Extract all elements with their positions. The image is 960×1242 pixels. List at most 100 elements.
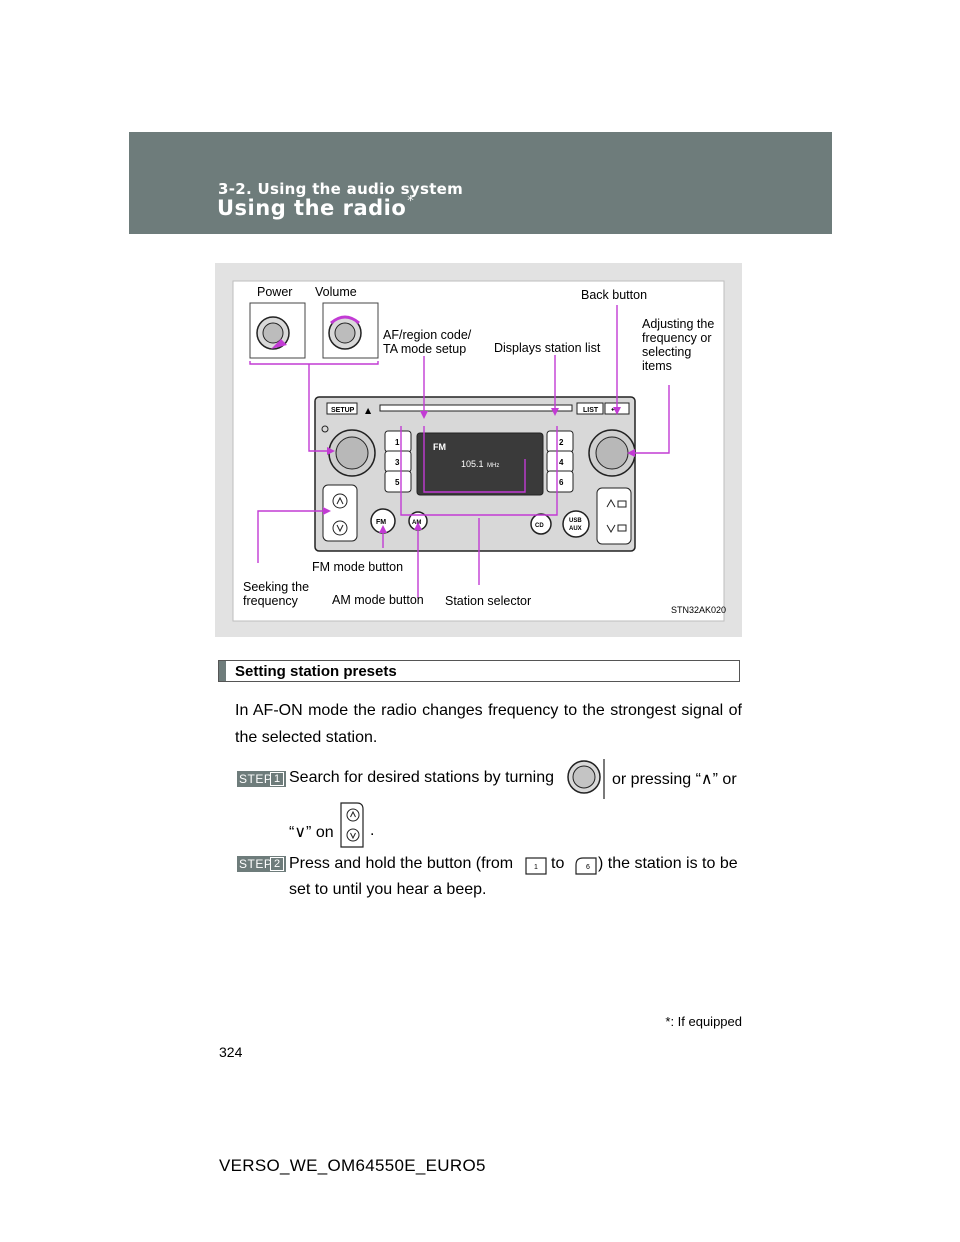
subheading-marker — [219, 661, 226, 681]
display-band: FM — [433, 442, 446, 452]
knob-inset — [249, 302, 379, 359]
rotate-arrow-icon — [330, 315, 360, 325]
preset-6-label: 6 — [559, 478, 564, 487]
seek-up-icon[interactable] — [332, 493, 348, 509]
label-seek-line1: Seeking the — [243, 580, 309, 594]
step-1-line2-end: . — [370, 822, 375, 839]
label-adjust-line3: selecting — [642, 345, 691, 359]
intro-paragraph: In AF-ON mode the radio changes frequenc… — [235, 702, 742, 746]
step-2-badge: STEP 2 — [237, 856, 286, 872]
cd-button[interactable] — [530, 513, 552, 535]
step-1-label: STEP — [239, 772, 273, 786]
callout-lines — [249, 305, 670, 598]
label-af-line2: TA mode setup — [383, 342, 466, 356]
label-volume: Volume — [315, 285, 357, 299]
display-frequency: 105.1 — [461, 459, 484, 469]
step-1-text-a: Search for desired stations by turning — [289, 769, 555, 786]
list-button[interactable] — [576, 402, 604, 415]
preset-4-label: 4 — [559, 458, 564, 467]
callout-seek — [257, 510, 323, 563]
callout-knob-bracket — [249, 361, 379, 365]
footnote-text: : If equipped — [670, 1014, 742, 1029]
model-code: VERSO_WE_OM64550E_EURO5 — [219, 1156, 486, 1175]
preset-1-icon: 1 — [525, 857, 547, 875]
usb-label: USB — [569, 518, 582, 524]
label-seek-line2: frequency — [243, 594, 299, 608]
preset-2-label: 2 — [559, 438, 564, 447]
cd-slot — [379, 404, 573, 412]
svg-text:6: 6 — [586, 864, 590, 871]
page-title: Using the radio* — [217, 194, 415, 220]
setup-button[interactable] — [326, 402, 358, 415]
step-1-text-b2: ” or — [712, 771, 737, 788]
step-1-badge: STEP 1 — [237, 771, 286, 787]
am-label: AM — [412, 520, 421, 526]
label-af-line1: AF/region code/ — [383, 328, 472, 342]
folder-down-icon — [606, 524, 616, 534]
label-adjust-line4: items — [642, 359, 672, 373]
callout-preset-bracket — [400, 426, 558, 516]
head-unit-panel: SETUP ▲ LIST ↩ 1 3 5 2 4 6 FM — [314, 396, 636, 552]
list-label: LIST — [583, 407, 599, 414]
label-adjust-line2: frequency or — [642, 331, 711, 345]
step-2-text-b: to — [551, 855, 565, 872]
svg-text:1: 1 — [534, 864, 538, 871]
step-1-line2-open: “ — [289, 824, 295, 841]
setup-label: SETUP — [331, 407, 355, 414]
label-am-mode: AM mode button — [332, 593, 424, 607]
display-unit: MHz — [487, 463, 499, 469]
footnote: *: If equipped — [665, 1014, 742, 1029]
step-1-text-b: or pressing “∧” or — [612, 769, 737, 789]
label-back-button: Back button — [581, 288, 647, 302]
eject-icon: ▲ — [365, 406, 372, 415]
press-arrow-icon — [271, 339, 287, 349]
preset-1-label: 1 — [395, 438, 400, 447]
aux-label: AUX — [569, 526, 582, 532]
label-power: Power — [257, 285, 292, 299]
preset-6[interactable] — [546, 470, 574, 493]
usb-aux-button[interactable] — [562, 510, 590, 538]
page-title-text: Using the radio — [217, 196, 407, 220]
power-mark-icon — [321, 425, 329, 433]
page-number: 324 — [219, 1044, 243, 1060]
step-2-text-c: ) the station is to be — [598, 855, 738, 872]
step-2-number: 2 — [270, 857, 284, 871]
preset-5[interactable] — [384, 470, 412, 493]
callout-arrows — [323, 407, 635, 533]
folder-rocker[interactable] — [596, 487, 632, 545]
figure-code: STN32AK020 — [671, 605, 726, 615]
callout-adjust — [635, 385, 670, 454]
section-title: 3-2. Using the audio system — [218, 180, 464, 198]
subheading-bar: Setting station presets — [218, 660, 740, 682]
step-1-number: 1 — [270, 772, 284, 786]
cd-label: CD — [535, 523, 544, 529]
seek-button-icon — [340, 802, 364, 848]
audio-unit-illustration: SETUP ▲ LIST ↩ 1 3 5 2 4 6 FM — [232, 280, 726, 622]
up-arrow-icon: ∧ — [700, 771, 713, 788]
step-2-line2: set to until you hear a beep. — [289, 881, 487, 898]
preset-6-icon: 6 — [575, 857, 597, 875]
fm-label: FM — [376, 519, 386, 526]
step-2-text-a: Press and hold the button (from — [289, 855, 514, 872]
radio-display — [416, 432, 544, 496]
label-adjust-line1: Adjusting the — [642, 317, 714, 331]
equipped-mark: * — [407, 194, 415, 209]
callout-power-volume — [308, 364, 327, 452]
label-fm-mode: FM mode button — [312, 560, 403, 574]
step-2-label: STEP — [239, 857, 273, 871]
callout-preset-inner — [423, 426, 526, 493]
seek-down-icon[interactable] — [332, 520, 348, 536]
tune-knob-icon — [567, 759, 605, 799]
step-1-line2-on: ” on — [306, 824, 334, 841]
audio-unit-figure: SETUP ▲ LIST ↩ 1 3 5 2 4 6 FM — [215, 263, 742, 637]
step-1-text-b1: or pressing “ — [612, 771, 701, 788]
chapter-header — [129, 132, 832, 234]
label-station-selector: Station selector — [445, 594, 531, 608]
preset-5-label: 5 — [395, 478, 400, 487]
subheading: Setting station presets — [235, 663, 397, 680]
label-station-list: Displays station list — [494, 341, 601, 355]
folder-up-icon — [606, 498, 616, 508]
preset-3-label: 3 — [395, 458, 400, 467]
footnote-mark: * — [665, 1014, 671, 1029]
down-arrow-icon: ∨ — [294, 824, 307, 841]
